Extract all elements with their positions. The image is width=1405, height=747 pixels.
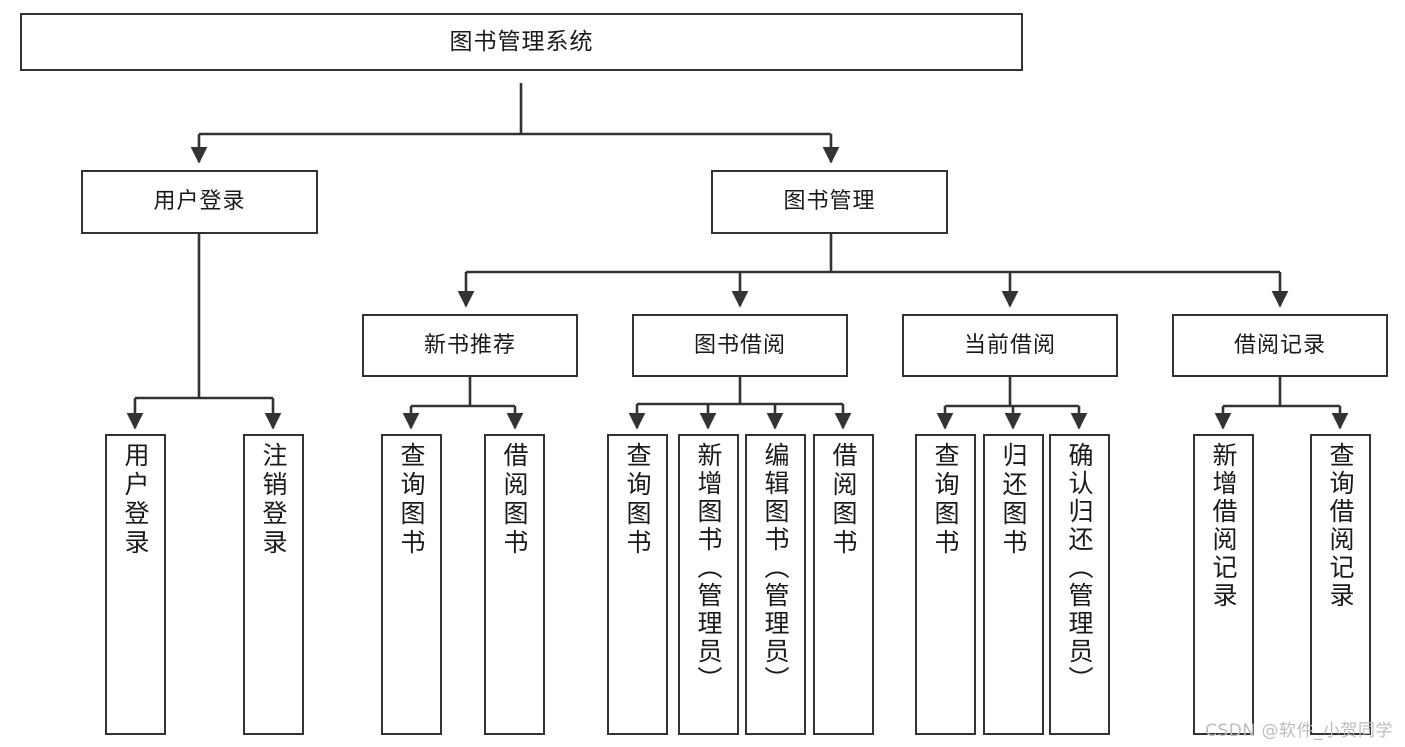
leaf-current-confirm-return-admin[interactable]: 确认归还（管理员） [1049,434,1110,735]
leaf-borrow-query-book[interactable]: 查询图书 [607,434,668,735]
node-user-login[interactable]: 用户登录 [81,170,318,234]
node-label: 注销登录 [259,442,288,558]
node-label: 当前借阅 [963,332,1056,358]
leaf-user-login-login[interactable]: 用户登录 [105,434,166,735]
node-label: 用户登录 [153,189,246,215]
node-label: 查询图书 [623,442,652,558]
node-label: 查询借阅记录 [1326,442,1355,610]
node-current-borrow[interactable]: 当前借阅 [902,314,1118,377]
node-label: 新书推荐 [423,332,516,358]
node-label: 编辑图书（管理员） [761,442,790,694]
leaf-current-return-book[interactable]: 归还图书 [983,434,1044,735]
node-label: 新增图书（管理员） [694,442,723,694]
node-borrow-records[interactable]: 借阅记录 [1172,314,1388,377]
leaf-current-query-book[interactable]: 查询图书 [915,434,976,735]
node-label: 图书借阅 [693,332,786,358]
node-new-book-recommend[interactable]: 新书推荐 [362,314,578,377]
node-root-system[interactable]: 图书管理系统 [20,13,1023,71]
leaf-recommend-borrow-book[interactable]: 借阅图书 [484,434,545,735]
node-label: 新增借阅记录 [1209,442,1238,610]
node-label: 图书管理 [783,189,876,215]
node-label: 归还图书 [999,442,1028,558]
leaf-records-add-record[interactable]: 新增借阅记录 [1193,434,1254,735]
leaf-borrow-borrow-book[interactable]: 借阅图书 [813,434,874,735]
node-label: 用户登录 [121,442,150,558]
node-label: 查询图书 [931,442,960,558]
node-label: 图书管理系统 [449,28,594,55]
node-label: 借阅图书 [500,442,529,558]
node-label: 借阅图书 [829,442,858,558]
node-label: 查询图书 [397,442,426,558]
node-book-management[interactable]: 图书管理 [711,170,948,234]
node-label: 借阅记录 [1233,332,1326,358]
leaf-borrow-add-book-admin[interactable]: 新增图书（管理员） [678,434,739,735]
leaf-user-login-logout[interactable]: 注销登录 [243,434,304,735]
leaf-borrow-edit-book-admin[interactable]: 编辑图书（管理员） [745,434,806,735]
node-book-borrow[interactable]: 图书借阅 [632,314,848,377]
leaf-records-query-record[interactable]: 查询借阅记录 [1310,434,1371,735]
leaf-recommend-query-book[interactable]: 查询图书 [381,434,442,735]
node-label: 确认归还（管理员） [1065,442,1094,694]
